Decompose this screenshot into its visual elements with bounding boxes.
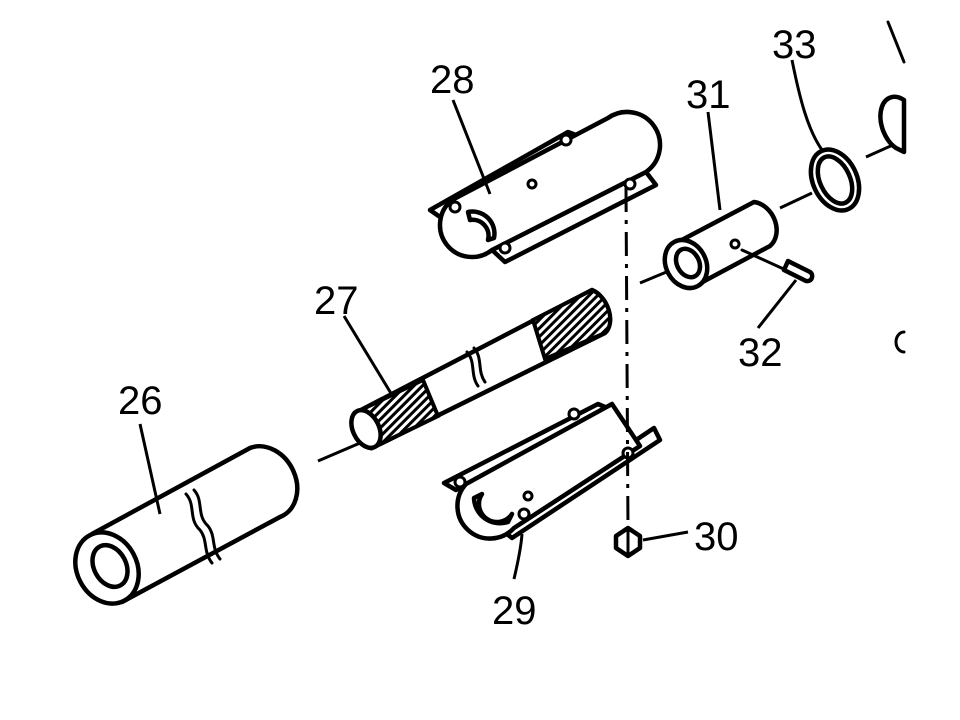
callout-30: 30 (694, 515, 739, 559)
part-30-bolt (613, 525, 643, 559)
callout-31: 31 (686, 73, 731, 117)
callout-leaders (138, 59, 824, 580)
callout-28: 28 (430, 58, 475, 102)
part-29-lower-clamp (441, 401, 663, 541)
part-26-outer-tube (73, 444, 300, 606)
callout-27: 27 (314, 279, 359, 323)
callout-32: 32 (738, 331, 783, 375)
part-27-splined-shaft (349, 287, 613, 451)
part-31-coupling-sleeve (662, 199, 779, 291)
callout-26: 26 (118, 379, 163, 423)
callout-33: 33 (772, 23, 817, 67)
part-33-ring (808, 147, 862, 213)
part-32-pin (740, 248, 815, 284)
part-28-upper-clamp (427, 109, 663, 265)
partial-part-right-edge (878, 20, 907, 354)
bolt-center-line (624, 187, 630, 531)
callout-29: 29 (492, 589, 537, 633)
